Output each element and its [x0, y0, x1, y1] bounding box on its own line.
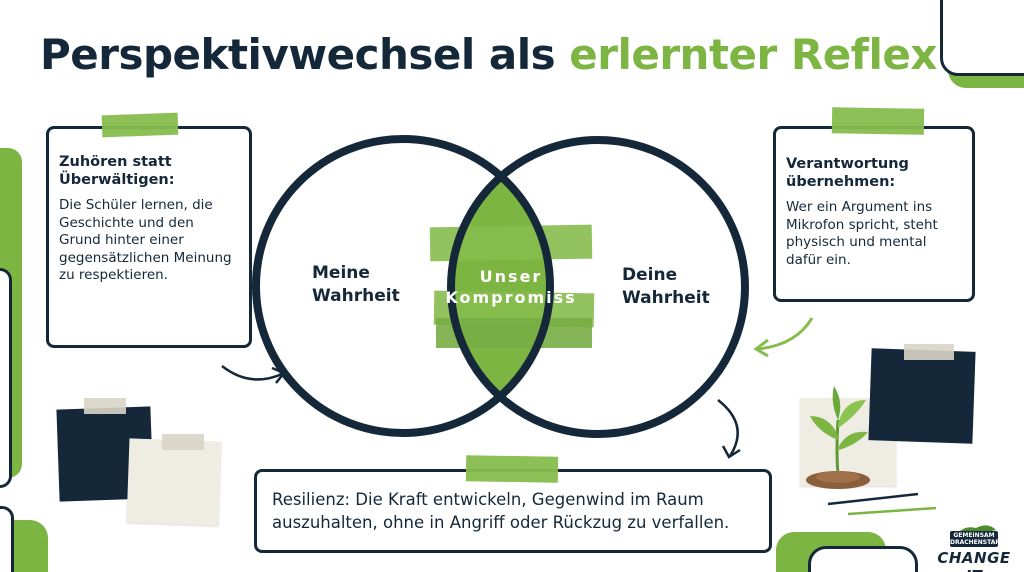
tape-left-box — [101, 112, 179, 138]
paper-tape-right — [904, 344, 954, 360]
page-title: Perspektivwechsel als erlernter Reflex — [40, 30, 940, 79]
left-info-box: Zuhören statt Überwältigen: Die Schüler … — [46, 126, 252, 348]
left-box-body: Die Schüler lernen, die Geschichte und d… — [59, 197, 232, 283]
right-box-heading: Verantwortung übernehmen: — [786, 156, 909, 190]
paper-note-navy-right — [868, 348, 976, 444]
bottom-info-box — [254, 469, 772, 553]
corner-frame-bottom-left — [0, 506, 14, 572]
tape-bottom-box — [465, 455, 559, 483]
bottom-box-body: Resilienz: Die Kraft entwickeln, Gegenwi… — [272, 490, 730, 532]
title-part-2: erlernter Reflex — [569, 30, 937, 79]
paper-tape-left-1 — [84, 398, 126, 414]
right-info-box: Verantwortung übernehmen: Wer ein Argume… — [773, 126, 975, 302]
label-meine-wahrheit: Meine Wahrheit — [312, 263, 400, 306]
label-deine-wahrheit: Deine Wahrheit — [622, 265, 710, 308]
plant-sprout-icon — [806, 386, 870, 489]
label-unser-kompromiss: Unser Kompromiss — [445, 267, 577, 307]
paper-tape-left-2 — [162, 434, 204, 450]
right-box-body: Wer ein Argument ins Mikrofon spricht, s… — [786, 199, 938, 268]
logo-name: CHANGE IT — [937, 549, 1011, 572]
left-box-heading: Zuhören statt Überwältigen: — [59, 154, 175, 188]
corner-frame-top-right — [940, 0, 1024, 76]
paper-note-cream-left — [126, 438, 222, 526]
corner-frame-bottom-right — [808, 546, 918, 572]
logo-tagline: GEMEINSAM DRACHENSTARK — [950, 531, 1005, 547]
tape-right-box — [831, 107, 925, 135]
title-part-1: Perspektivwechsel als — [40, 30, 556, 79]
